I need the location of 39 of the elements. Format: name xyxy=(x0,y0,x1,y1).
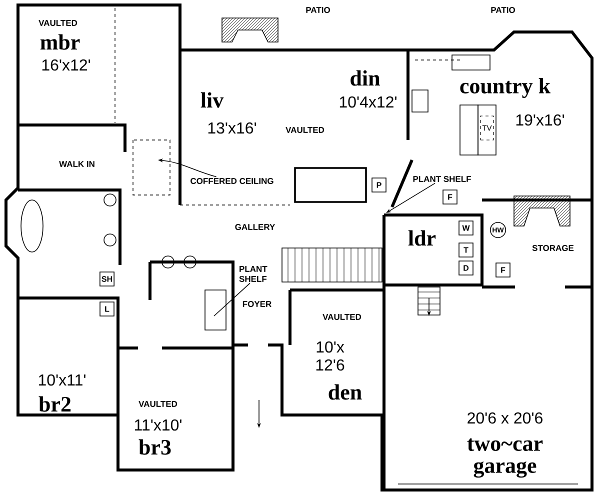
room-dimension: 19'x16' xyxy=(516,114,564,126)
fixture-box: L xyxy=(100,302,114,316)
room-dimension: 10'x11' xyxy=(38,374,86,386)
room-dimension: 10'x 12'6 xyxy=(316,341,344,371)
room-name: liv xyxy=(200,92,224,108)
room-dimension: 16'x12' xyxy=(42,59,90,71)
leader-line xyxy=(214,282,250,316)
callout-label: COFFERED CEILING xyxy=(190,178,274,184)
room-name: country k xyxy=(460,78,550,98)
room-dimension: 13'x16' xyxy=(208,122,256,134)
fixture-box: D xyxy=(458,260,474,276)
area-label: FOYER xyxy=(242,301,272,307)
fixture-box: F xyxy=(442,190,458,204)
ceiling-note: VAULTED xyxy=(322,314,362,320)
room-name: den xyxy=(328,384,362,400)
fixture-box: P xyxy=(372,178,386,192)
room-name: ldr xyxy=(408,230,436,246)
fixture-box: T xyxy=(458,242,474,258)
area-label: PATIO xyxy=(491,7,515,13)
room-name: br2 xyxy=(38,396,71,412)
room-name: mbr xyxy=(40,34,80,50)
room-name: two~car garage xyxy=(467,438,543,478)
callout-label: PLANT SHELF xyxy=(413,176,471,182)
room-name: din xyxy=(350,70,380,86)
ceiling-note: VAULTED xyxy=(286,127,324,133)
room-name: br3 xyxy=(138,439,171,455)
callout-label: PLANT SHELF xyxy=(239,266,268,282)
fixture-box: F xyxy=(496,262,510,278)
fixture-box: W xyxy=(458,220,474,236)
room-dimension: 10'4x12' xyxy=(340,96,396,108)
ceiling-note: VAULTED xyxy=(38,20,78,26)
room-dimension: 20'6 x 20'6 xyxy=(468,412,542,424)
room-dimension: 11'x10' xyxy=(134,419,182,431)
fixture-box: SH xyxy=(100,272,114,286)
area-label: PATIO xyxy=(306,7,330,13)
ceiling-note: VAULTED xyxy=(138,401,178,407)
area-label: GALLERY xyxy=(235,224,276,230)
area-label: WALK IN xyxy=(59,161,94,167)
area-label: STORAGE xyxy=(532,245,574,251)
